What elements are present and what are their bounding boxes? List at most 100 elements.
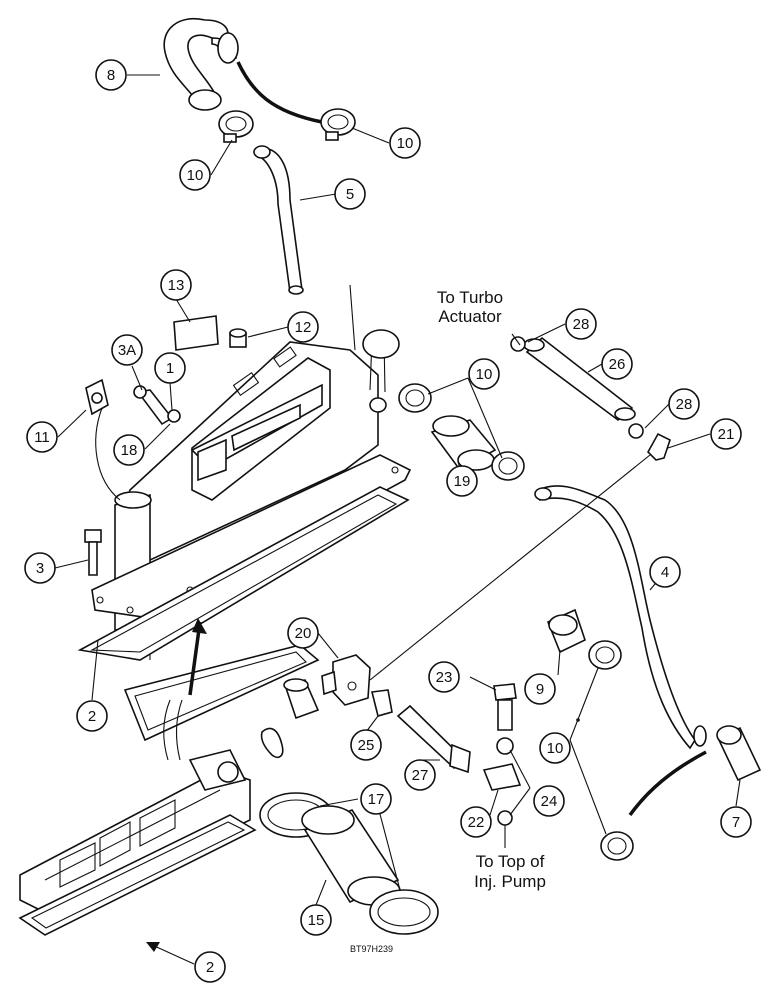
hose-routing-arrow-bottom (628, 750, 707, 817)
callout-23: 23 (428, 661, 460, 693)
hose-clamp-bottom-right (600, 831, 634, 861)
hose-clamp-17-lower (369, 889, 439, 935)
callout-label: 17 (368, 791, 385, 808)
clip-28-upper (510, 336, 526, 352)
callout-label: 26 (609, 356, 626, 373)
callout-7: 7 (720, 806, 752, 838)
callout-label: 8 (107, 67, 115, 84)
note-turbo-line-1: To Turbo (437, 288, 503, 307)
sensor-lead (95, 407, 121, 501)
tube-4 (537, 485, 696, 750)
gasket-2-upper (77, 486, 410, 661)
hose-clamp-mid (398, 383, 432, 413)
callout-27: 27 (404, 759, 436, 791)
callout-label: 23 (436, 669, 453, 686)
callout-25: 25 (350, 729, 382, 761)
hose-clamp-right-lower (588, 640, 622, 670)
callout-label: 10 (476, 366, 493, 383)
washer-24-lower (497, 810, 513, 826)
fitting-9 (546, 608, 586, 654)
valve-27 (396, 704, 471, 774)
clamp-band (260, 727, 284, 759)
callout-20: 20 (287, 617, 319, 649)
gasket-2-lower (18, 814, 257, 936)
note-pump-line-2: Inj. Pump (474, 872, 546, 891)
callout-3: 3 (24, 552, 56, 584)
callout-10: 10 (179, 159, 211, 191)
callout-label: 5 (346, 186, 354, 203)
callout-label: 18 (121, 442, 138, 459)
callout-label: 1 (166, 360, 174, 377)
hose-5 (256, 147, 303, 293)
callout-28: 28 (565, 308, 597, 340)
callout-1: 1 (154, 352, 186, 384)
callout-19: 19 (446, 465, 478, 497)
callout-label: 9 (536, 681, 544, 698)
callout-label: 3A (118, 342, 136, 359)
callout-label: 4 (661, 564, 669, 581)
callout-12: 12 (287, 311, 319, 343)
upper-hose-8 (163, 17, 239, 111)
callout-label: 22 (468, 814, 485, 831)
washer-18 (167, 409, 181, 423)
note-to-injection-pump: To Top of Inj. Pump (474, 852, 546, 891)
sensor-3A (133, 385, 174, 426)
callout-label: 28 (676, 396, 693, 413)
intake-manifold-1 (91, 329, 412, 660)
hose-routing-arrow-top (236, 61, 323, 124)
callout-15: 15 (300, 904, 332, 936)
plug-12 (229, 328, 247, 348)
callout-2: 2 (194, 951, 226, 983)
callout-10 (576, 718, 580, 722)
intake-base-assembly (19, 749, 251, 916)
callout-10: 10 (539, 732, 571, 764)
decal-13 (173, 315, 219, 351)
callout-label: 3 (36, 560, 44, 577)
callout-label: 19 (454, 473, 471, 490)
hose-clamp-top-left (218, 110, 254, 143)
callout-22: 22 (460, 806, 492, 838)
note-to-turbo-actuator: To Turbo Actuator (437, 288, 503, 326)
callout-label: 13 (168, 277, 185, 294)
callout-label: 12 (295, 319, 312, 336)
callout-leaders (54, 74, 741, 906)
callout-label: 11 (34, 429, 50, 446)
callout-13: 13 (160, 269, 192, 301)
callout-3A: 3A (111, 334, 143, 366)
note-pump-line-1: To Top of (476, 852, 545, 871)
callout-9: 9 (524, 673, 556, 705)
banjo-fitting-22 (482, 763, 522, 791)
callout-21: 21 (710, 418, 742, 450)
callout-label: 10 (547, 740, 564, 757)
hose-sleeve-15 (301, 805, 401, 906)
callout-8: 8 (95, 59, 127, 91)
hose-clamp-right (491, 451, 525, 481)
callout-4: 4 (649, 556, 681, 588)
elbow-21 (647, 432, 671, 461)
fitting-block-20 (321, 654, 371, 706)
callouts: 8 10 10 10 5 13 12 28 26 28 21 3A 1 10 1… (24, 59, 752, 983)
callout-17: 17 (360, 783, 392, 815)
callout-26: 26 (601, 348, 633, 380)
callout-label: 24 (541, 793, 558, 810)
banjo-bolt-23 (493, 683, 517, 731)
callout-24: 24 (533, 785, 565, 817)
elbow-hose (283, 678, 320, 720)
callout-label: 28 (573, 316, 590, 333)
callout-label: 25 (358, 737, 375, 754)
callout-label: 7 (732, 814, 740, 831)
callout-label: 10 (187, 167, 204, 184)
callout-10: 10 (389, 127, 421, 159)
callout-2: 2 (76, 700, 108, 732)
callout-label: 2 (206, 959, 214, 976)
callout-label: 20 (295, 625, 312, 642)
callout-18: 18 (113, 434, 145, 466)
leader-to-turbo-note (511, 333, 521, 346)
hose-clamp-top-right (320, 108, 356, 141)
hose-sleeve-19 (430, 415, 497, 472)
callout-28: 28 (668, 388, 700, 420)
callout-11: 11 (26, 421, 58, 453)
callout-label: 15 (308, 912, 325, 929)
intake-gasket (123, 644, 320, 742)
